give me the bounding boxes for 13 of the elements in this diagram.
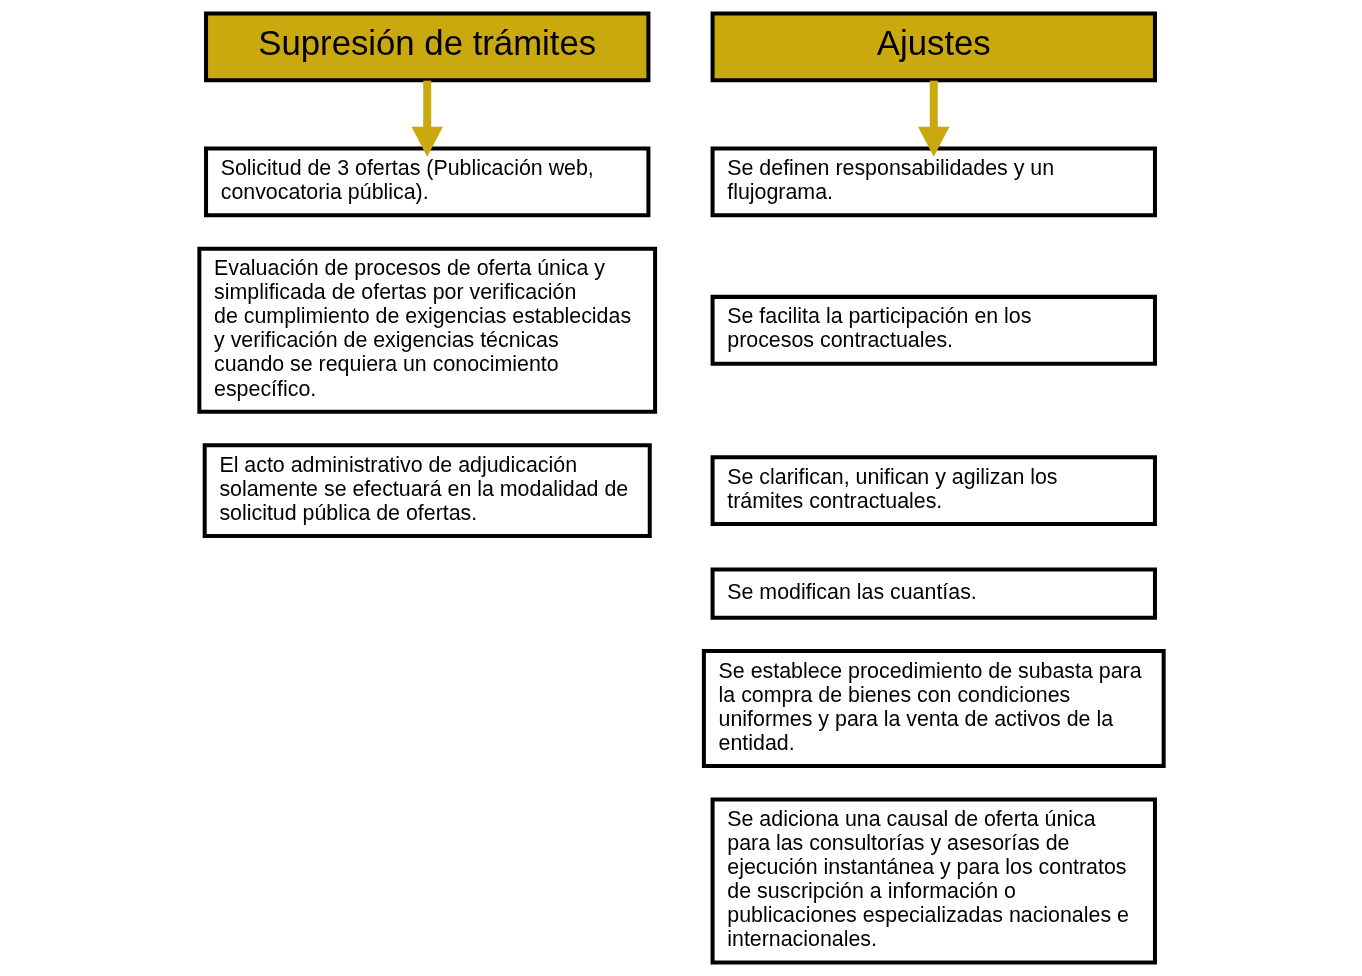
node-box: Se facilita la participación en los procesos contractuales. [710,294,1157,366]
node-box: Evaluación de procesos de oferta única y simplificada de ofertas por verificación de cumplimiento de exigencias establecidas y verificación de exigencias técnicas cuando se requiera un conocimiento específico. [196,246,657,414]
arrow [411,80,443,157]
node-box: Supresión de trámites [203,11,650,83]
node-box: Se definen responsabilidades y un flujograma. [710,146,1157,218]
node-box: Solicitud de 3 ofertas (Publicación web, convocatoria pública). [203,146,650,218]
node-box: Se clarifican, unifican y agilizan los trámites contractuales. [710,455,1157,527]
node-box: Se establece procedimiento de subasta para la compra de bienes con condiciones uniformes y para la venta de activos de la entidad. [701,649,1166,768]
arrow [917,80,950,157]
node-box: Ajustes [710,11,1157,83]
node-box: Se modifican las cuantías. [710,567,1157,620]
node-box: El acto administrativo de adjudicación solamente se efectuará en la modalidad de solicitud pública de ofertas. [202,443,652,539]
node-box: Se adiciona una causal de oferta única para las consultorías y asesorías de ejecución instantánea y para los contratos de suscripción a información o publicaciones especializadas nacionales e internacionales. [710,797,1157,965]
